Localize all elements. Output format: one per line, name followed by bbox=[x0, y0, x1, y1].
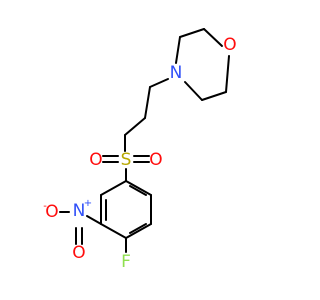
aryl-bond-4 bbox=[125, 223, 152, 239]
atom-o-morpholine: O bbox=[223, 35, 236, 55]
bond-n-ch2-bottom bbox=[184, 81, 203, 101]
atom-s-sulfonyl: S bbox=[121, 150, 132, 170]
atom-o-sulfonyl-right: O bbox=[149, 150, 162, 170]
bond-o-ch2-top-left bbox=[203, 28, 223, 47]
aryl-double-bond-3 bbox=[129, 185, 147, 196]
bond-chain-2-3 bbox=[124, 117, 146, 136]
aryl-bond-3 bbox=[100, 223, 127, 239]
atom-o-sulfonyl-left: O bbox=[89, 150, 102, 170]
charge-o-nitro-minus: - bbox=[43, 201, 47, 212]
bond-ch2-left-n bbox=[175, 36, 181, 64]
aryl-bond-1 bbox=[100, 180, 127, 196]
bond-ch2-bottom-ch2-right bbox=[201, 91, 227, 101]
bond-ch2-right-o bbox=[225, 55, 230, 93]
bond-n-chain-1 bbox=[149, 78, 169, 88]
bond-ch2-top-left-ch2-left bbox=[179, 28, 205, 38]
bond-aryl-nitro-n bbox=[86, 215, 102, 225]
atom-n-morpholine: N bbox=[170, 63, 183, 83]
aryl-bond-6 bbox=[125, 180, 152, 196]
bond-chain-1-2 bbox=[144, 86, 151, 119]
aryl-double-bond-2 bbox=[129, 223, 147, 234]
atom-n-nitro: N bbox=[73, 201, 86, 221]
atom-o-nitro-minus: O bbox=[45, 202, 58, 222]
atom-f: F bbox=[121, 252, 131, 272]
molecule-diagram: O N S O O N + O - O F bbox=[43, 28, 237, 272]
structure-drawing: O N S O O N + O - O F bbox=[43, 28, 237, 272]
atom-o-nitro-double: O bbox=[72, 243, 85, 263]
charge-n-nitro: + bbox=[84, 198, 92, 209]
